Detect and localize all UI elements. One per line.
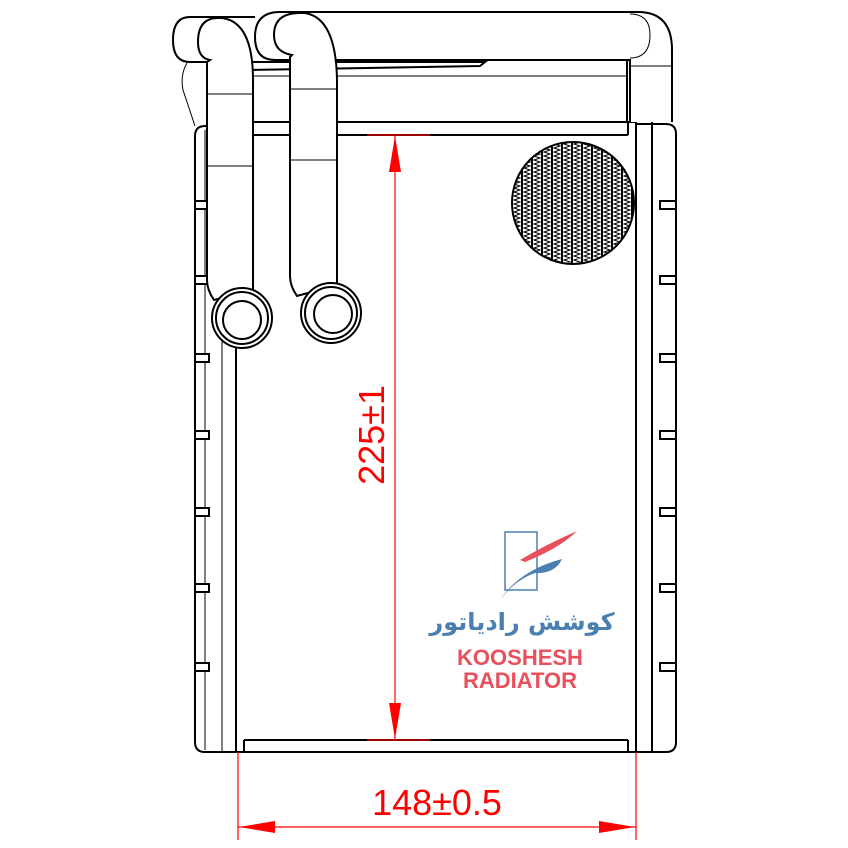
- fin-detail-circle: [511, 141, 635, 265]
- logo-persian-name: کوشش رادیاتور: [428, 608, 614, 636]
- fin-zigzag: [542, 142, 552, 264]
- side-tab: [194, 507, 210, 517]
- side-tab: [659, 662, 677, 672]
- fin-zigzag: [512, 142, 522, 264]
- arrow-left: [239, 821, 275, 833]
- side-tab: [659, 507, 677, 517]
- arrow-right: [599, 821, 635, 833]
- fin-zigzag: [582, 142, 592, 264]
- height-dimension-label: 225±1: [351, 385, 392, 485]
- side-tab: [194, 583, 210, 593]
- fin-zigzag: [562, 142, 572, 264]
- side-tab: [194, 353, 210, 363]
- fin-zigzag: [622, 142, 632, 264]
- outlet-pipe: [272, 12, 362, 344]
- arrow-up: [389, 136, 401, 172]
- side-tab: [659, 200, 677, 210]
- side-tab: [659, 353, 677, 363]
- side-tab: [194, 430, 210, 440]
- fin-zigzag: [522, 142, 532, 264]
- fin-zigzag: [532, 142, 542, 264]
- side-tab: [659, 430, 677, 440]
- fin-zigzag: [602, 142, 612, 264]
- kooshesh-logo: کوشش رادیاتور KOOSHESH RADIATOR: [428, 531, 615, 693]
- side-tab: [194, 662, 210, 672]
- side-tabs: [194, 200, 677, 672]
- fin-zigzag: [592, 142, 602, 264]
- height-dimension: 225±1: [351, 134, 430, 741]
- width-dimension-label: 148±0.5: [372, 782, 502, 823]
- inlet-pipe: [196, 17, 273, 349]
- side-tab: [659, 275, 677, 285]
- arrow-down: [389, 703, 401, 739]
- logo-name-line2: RADIATOR: [463, 668, 577, 693]
- side-tab: [659, 583, 677, 593]
- fin-zigzag: [572, 142, 582, 264]
- width-dimension: 148±0.5: [237, 752, 637, 840]
- fin-zigzag: [552, 142, 562, 264]
- logo-name-line1: KOOSHESH: [457, 645, 583, 670]
